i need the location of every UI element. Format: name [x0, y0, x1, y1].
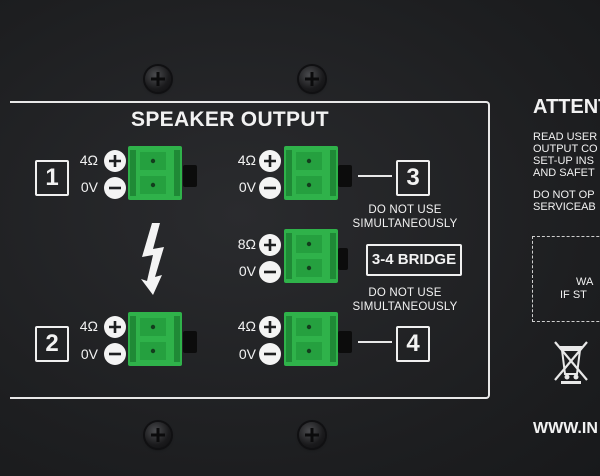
attention-line: OUTPUT CO: [533, 143, 598, 155]
warning-note-lower: DO NOT USE SIMULTANEOUSLY: [352, 287, 458, 313]
terminal-block-3[interactable]: [284, 146, 338, 200]
lightning-bolt-icon: [141, 223, 164, 295]
speaker-output-frame: [10, 101, 490, 399]
channel-1-impedance-label: 4Ω: [79, 152, 98, 168]
channel-2-ground-label: 0V: [80, 346, 98, 362]
plus-icon: [104, 316, 126, 338]
warning-note-upper: DO NOT USE SIMULTANEOUSLY: [352, 204, 458, 230]
channel-number-2: 2: [35, 326, 69, 362]
channel-2-impedance-label: 4Ω: [79, 318, 98, 334]
terminal-tab: [183, 331, 197, 353]
channel-3-impedance-label: 4Ω: [237, 152, 256, 168]
bridge-ground-label: 0V: [238, 263, 256, 279]
minus-icon: [104, 177, 126, 199]
minus-icon: [259, 177, 281, 199]
channel-number-4: 4: [396, 326, 430, 362]
minus-icon: [259, 261, 281, 283]
terminal-tab: [338, 165, 352, 187]
channel-1-ground-label: 0V: [80, 179, 98, 195]
plus-icon: [104, 150, 126, 172]
bridge-label: 3-4 BRIDGE: [366, 244, 462, 276]
terminal-block-bridge[interactable]: [284, 229, 338, 283]
screw-icon: [145, 66, 171, 92]
weee-bin-icon: [554, 341, 588, 384]
connector-line: [358, 341, 392, 343]
section-title: SPEAKER OUTPUT: [131, 108, 329, 131]
terminal-block-1[interactable]: [128, 146, 182, 200]
channel-4-impedance-label: 4Ω: [237, 318, 256, 334]
channel-3-ground-label: 0V: [238, 179, 256, 195]
attention-line: DO NOT OP: [533, 189, 595, 201]
connector-line: [358, 175, 392, 177]
attention-line: READ USER: [533, 131, 598, 143]
channel-number-1: 1: [35, 160, 69, 196]
attention-line: AND SAFET: [533, 167, 595, 179]
terminal-tab: [338, 331, 352, 353]
screw-icon: [299, 66, 325, 92]
website-url: WWW.IN: [533, 420, 598, 437]
plus-icon: [259, 234, 281, 256]
plus-icon: [259, 150, 281, 172]
terminal-tab: [183, 165, 197, 187]
plus-icon: [259, 316, 281, 338]
attention-line: SET-UP INS: [533, 155, 594, 167]
channel-4-ground-label: 0V: [238, 346, 256, 362]
minus-icon: [259, 343, 281, 365]
terminal-tab: [338, 248, 348, 270]
minus-icon: [104, 343, 126, 365]
attention-title: ATTENT: [533, 96, 600, 118]
terminal-block-4[interactable]: [284, 312, 338, 366]
channel-number-3: 3: [396, 160, 430, 196]
warning-box: [532, 236, 600, 322]
screw-icon: [299, 422, 325, 448]
warning-line: WA: [576, 276, 594, 288]
screw-icon: [145, 422, 171, 448]
bridge-impedance-label: 8Ω: [237, 236, 256, 252]
terminal-block-2[interactable]: [128, 312, 182, 366]
warning-line: IF ST: [560, 289, 587, 301]
attention-line: SERVICEAB: [533, 201, 596, 213]
